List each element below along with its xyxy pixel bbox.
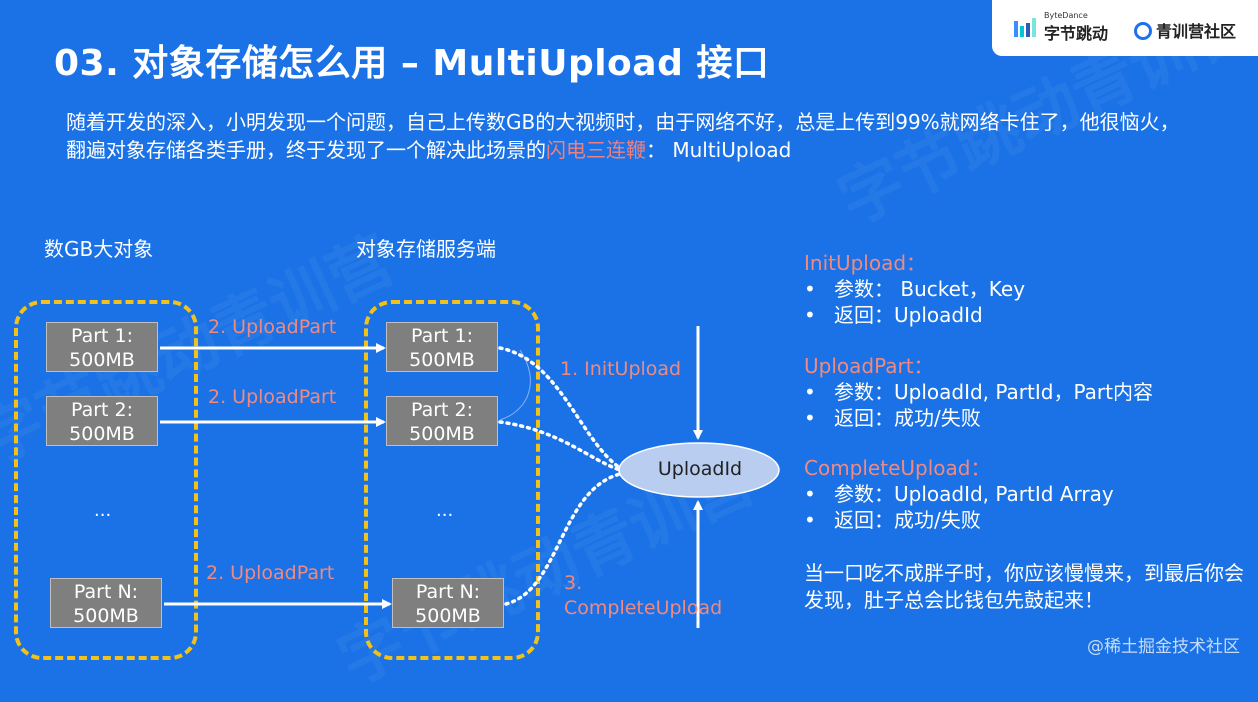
complete-step-number: 3.: [564, 572, 583, 594]
upload-part-label-n: 2. UploadPart: [206, 562, 335, 584]
api-return-text: 返回：UploadId: [834, 303, 983, 327]
client-part-2: Part 2: 500MB: [46, 396, 158, 446]
api-param-text: 参数：UploadId, PartId，Part内容: [834, 380, 1153, 404]
bullet-icon: •: [804, 508, 816, 532]
logo-panel: ByteDance 字节跳动 青训营社区: [992, 0, 1258, 56]
part-size: 500MB: [409, 349, 475, 371]
server-part-n: Part N: 500MB: [392, 578, 504, 628]
server-part-1: Part 1: 500MB: [386, 322, 498, 372]
part-size: 500MB: [69, 349, 135, 371]
part-label: Part N:: [415, 581, 481, 603]
community-logo-text: 青训营社区: [1156, 22, 1237, 41]
api-complete-upload: CompleteUpload： • 参数：UploadId, PartId Arr…: [804, 455, 1114, 533]
server-part-2: Part 2: 500MB: [386, 396, 498, 446]
intro-line-1: 随着开发的深入，小明发现一个问题，自己上传数GB的大视频时，由于网络不好，总是上…: [66, 110, 1180, 134]
left-column-heading: 数GB大对象: [44, 237, 154, 261]
bullet-icon: •: [804, 380, 816, 404]
bullet-icon: •: [804, 303, 816, 327]
api-title: UploadPart：: [804, 354, 934, 378]
api-param-text: 参数： Bucket，Key: [834, 277, 1026, 301]
api-param-text: 参数：UploadId, PartId Array: [834, 482, 1114, 506]
api-title: CompleteUpload：: [804, 456, 991, 480]
client-ellipsis: ...: [94, 500, 112, 521]
client-part-n: Part N: 500MB: [50, 578, 162, 628]
logo-small-text: ByteDance: [1044, 11, 1088, 20]
api-return-text: 返回：成功/失败: [834, 508, 981, 532]
part-label: Part 2:: [410, 399, 474, 421]
part-label: Part 1:: [70, 325, 134, 347]
upload-id-label: UploadId: [657, 458, 743, 480]
intro-paragraph: 随着开发的深入，小明发现一个问题，自己上传数GB的大视频时，由于网络不好，总是上…: [66, 108, 1246, 164]
intro-highlight: 闪电三连鞭: [546, 138, 646, 162]
api-param-row: • 参数：UploadId, PartId，Part内容: [804, 379, 1153, 405]
bullet-icon: •: [804, 406, 816, 430]
intro-line-2-text: 翻遍对象存储各类手册，终于发现了一个解决此场景的: [66, 138, 546, 162]
api-param-row: • 参数： Bucket，Key: [804, 276, 1025, 302]
api-return-row: • 返回：UploadId: [804, 302, 1025, 328]
part-label: Part 1:: [410, 325, 474, 347]
part-size: 500MB: [409, 423, 475, 445]
client-part-1: Part 1: 500MB: [46, 322, 158, 372]
upload-part-label-2: 2. UploadPart: [208, 386, 337, 408]
api-title: InitUpload：: [804, 251, 927, 275]
bullet-icon: •: [804, 277, 816, 301]
api-return-row: • 返回：成功/失败: [804, 405, 1153, 431]
right-column-heading: 对象存储服务端: [356, 237, 496, 261]
server-ellipsis: ...: [436, 500, 454, 521]
community-ring-icon: [1134, 22, 1152, 40]
intro-line-2: 翻遍对象存储各类手册，终于发现了一个解决此场景的闪电三连鞭： MultiUplo…: [66, 136, 1246, 164]
logo-brand-text: 字节跳动: [1044, 24, 1109, 43]
source-credit: @稀土掘金技术社区: [1087, 637, 1240, 657]
api-param-row: • 参数：UploadId, PartId Array: [804, 481, 1114, 507]
api-return-text: 返回：成功/失败: [834, 406, 981, 430]
intro-line-2-tail: ： MultiUpload: [646, 138, 792, 162]
community-logo: 青训营社区: [1134, 18, 1236, 42]
complete-upload-label: CompleteUpload: [564, 597, 723, 619]
bytedance-bars-icon: [1014, 18, 1036, 37]
part-label: Part 2:: [70, 399, 134, 421]
slide-title: 03. 对象存储怎么用 – MultiUpload 接口: [54, 43, 770, 84]
part-size: 500MB: [69, 423, 135, 445]
api-return-row: • 返回：成功/失败: [804, 507, 1114, 533]
part-size: 500MB: [415, 605, 481, 627]
client-object-container: [14, 300, 198, 660]
api-init-upload: InitUpload： • 参数： Bucket，Key • 返回：UploadId: [804, 250, 1025, 328]
upload-part-label-1: 2. UploadPart: [208, 316, 337, 338]
part-label: Part N:: [73, 581, 139, 603]
slogan-text: 当一口吃不成胖子时，你应该慢慢来，到最后你会发现，肚子总会比钱包先鼓起来！: [804, 561, 1244, 612]
part-size: 500MB: [73, 605, 139, 627]
api-upload-part: UploadPart： •参数：UploadId, PartId，Part内容 …: [804, 353, 1153, 431]
bullet-icon: •: [804, 482, 816, 506]
init-upload-label: 1. InitUpload: [560, 358, 682, 380]
